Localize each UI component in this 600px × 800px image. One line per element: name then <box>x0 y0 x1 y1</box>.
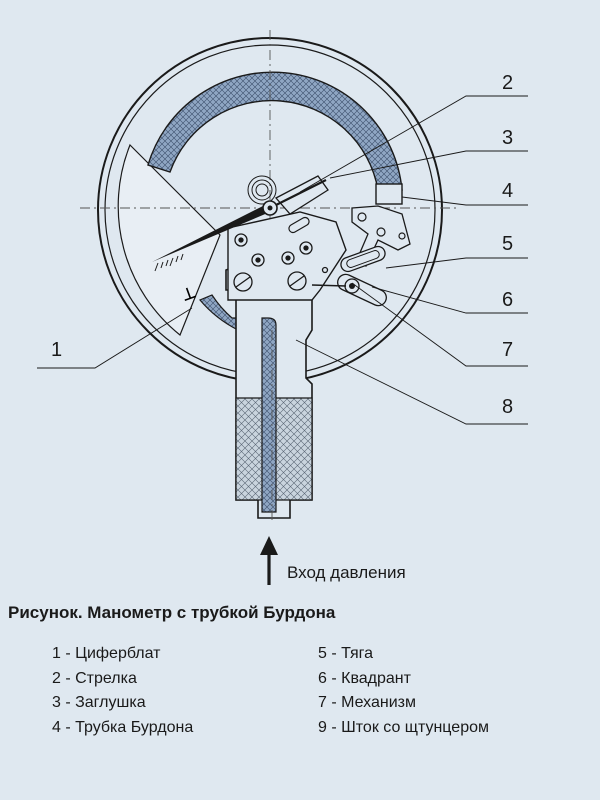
legend-item: 6 - Квадрант <box>318 669 411 687</box>
figure-caption: Рисунок. Манометр с трубкой Бурдона <box>8 603 336 622</box>
inlet-label: Вход давления <box>287 563 406 582</box>
callout-3: 3 <box>502 127 514 149</box>
movement-screws <box>233 233 329 292</box>
tube-plug <box>375 183 403 205</box>
pressure-channel <box>261 317 277 513</box>
callout-1: 1 <box>51 339 63 361</box>
pointer <box>152 205 270 262</box>
dial-scale <box>154 253 184 272</box>
callout-2: 2 <box>502 72 514 94</box>
legend-item: 4 - Трубка Бурдона <box>52 718 194 736</box>
callout-7: 7 <box>502 339 514 361</box>
legend-item: 1 - Циферблат <box>52 645 161 662</box>
legend-item: 3 - Заглушка <box>52 694 146 711</box>
legend-left: 1 - Циферблат 2 - Стрелка 3 - Заглушка 4… <box>52 642 193 740</box>
callout-4: 4 <box>502 180 514 202</box>
legend-item: 5 - Тяга <box>318 645 374 662</box>
legend-right: 5 - Тяга 6 - Квадрант 7 - Механизм 9 - Ш… <box>318 642 489 740</box>
callout-5: 5 <box>502 233 514 255</box>
hairspring <box>247 175 277 205</box>
legend-item: 9 - Шток со щтунцером <box>318 718 489 736</box>
bourdon-gauge-drawing: ⊥ <box>37 30 528 585</box>
legend-item: 2 - Стрелка <box>52 669 137 687</box>
callout-8: 8 <box>502 396 514 418</box>
dial-mark: ⊥ <box>180 284 199 305</box>
leader-lines <box>37 95 528 425</box>
slotted-link <box>340 245 386 273</box>
dial-face <box>117 143 221 336</box>
callout-6: 6 <box>502 289 514 311</box>
inlet-arrow-head <box>260 536 278 555</box>
legend-item: 7 - Механизм <box>318 694 416 711</box>
